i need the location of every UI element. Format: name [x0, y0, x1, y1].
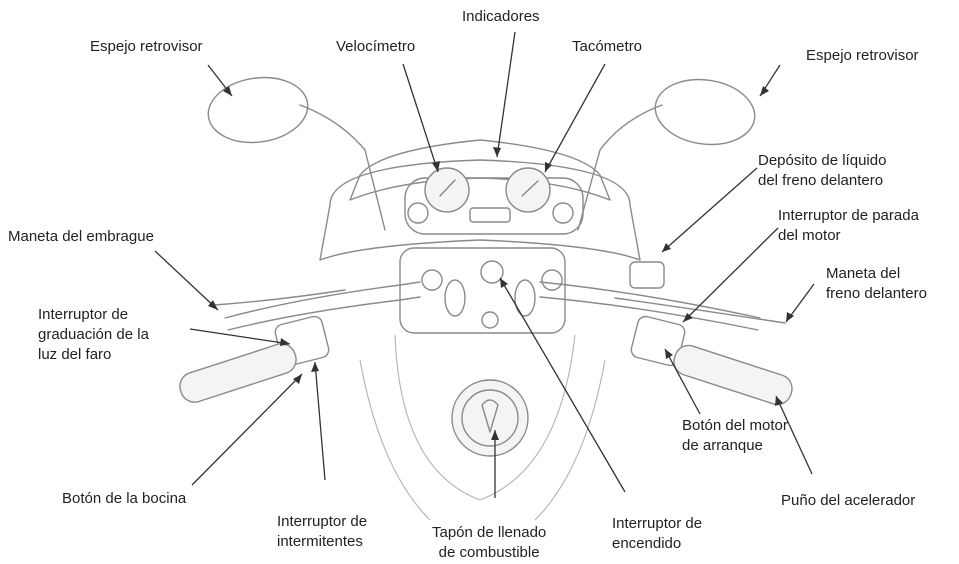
label-left-mirror: Espejo retrovisor: [90, 37, 203, 57]
tank-side-left: [360, 360, 430, 520]
label-indicators: Indicadores: [462, 7, 540, 27]
handlebar-left: [225, 282, 420, 318]
fork-cap-left: [422, 270, 442, 290]
left-grip: [176, 340, 299, 406]
clutch-lever: [215, 290, 345, 305]
fuel-cap: [452, 380, 528, 456]
label-fuel-cap: Tapón de llenado de combustible: [432, 523, 546, 563]
label-speedometer-text: Velocímetro: [336, 37, 415, 57]
clamp-cutout-right: [515, 280, 535, 316]
fork-cap-right: [542, 270, 562, 290]
indicator-lights: [470, 208, 510, 222]
label-horn-button: Botón de la bocina: [62, 489, 186, 509]
label-engine-stop-line1: Interruptor de parada: [778, 206, 919, 226]
label-indicators-text: Indicadores: [462, 7, 540, 27]
label-throttle-text: Puño del acelerador: [781, 491, 915, 511]
label-ignition-switch: Interruptor de encendido: [612, 514, 702, 554]
label-fuel-cap-line2: de combustible: [432, 543, 546, 563]
label-starter-line1: Botón del motor: [682, 416, 788, 436]
label-speedometer: Velocímetro: [336, 37, 415, 57]
label-headlight-dimmer: Interruptor de graduación de la luz del …: [38, 305, 149, 365]
label-headlight-dimmer-line2: graduación de la: [38, 325, 149, 345]
fuel-gauge: [553, 203, 573, 223]
label-throttle-grip: Puño del acelerador: [781, 491, 915, 511]
stem-nut: [482, 312, 498, 328]
label-front-brake-line2: freno delantero: [826, 284, 927, 304]
label-starter-line2: de arranque: [682, 436, 788, 456]
label-engine-stop-line2: del motor: [778, 226, 919, 246]
right-mirror-housing: [651, 73, 759, 150]
label-ignition-line2: encendido: [612, 534, 702, 554]
label-left-mirror-text: Espejo retrovisor: [90, 37, 203, 57]
windscreen: [350, 140, 610, 200]
label-right-mirror: Espejo retrovisor: [806, 46, 919, 66]
label-front-brake-line1: Maneta del: [826, 264, 927, 284]
ignition-keyhole: [481, 261, 503, 283]
label-headlight-dimmer-line3: luz del faro: [38, 345, 149, 365]
label-ignition-line1: Interruptor de: [612, 514, 702, 534]
label-turn-signal-line1: Interruptor de: [277, 512, 367, 532]
label-brake-reservoir-line1: Depósito de líquido: [758, 151, 886, 171]
label-fuel-cap-line1: Tapón de llenado: [432, 523, 546, 543]
label-tachometer-text: Tacómetro: [572, 37, 642, 57]
label-right-mirror-text: Espejo retrovisor: [806, 46, 919, 66]
label-horn-text: Botón de la bocina: [62, 489, 186, 509]
label-brake-reservoir-line2: del freno delantero: [758, 171, 886, 191]
speedometer-dial: [425, 168, 469, 212]
label-engine-stop-switch: Interruptor de parada del motor: [778, 206, 919, 246]
label-front-brake-lever: Maneta del freno delantero: [826, 264, 927, 304]
label-tachometer: Tacómetro: [572, 37, 642, 57]
left-mirror-housing: [204, 71, 312, 148]
label-turn-signal-switch: Interruptor de intermitentes: [277, 512, 367, 552]
label-clutch-lever-text: Maneta del embrague: [8, 227, 154, 247]
upper-fairing: [320, 160, 640, 260]
label-brake-reservoir: Depósito de líquido del freno delantero: [758, 151, 886, 191]
left-mirror-stem: [300, 105, 385, 230]
brake-reservoir: [630, 262, 664, 288]
label-starter-button: Botón del motor de arranque: [682, 416, 788, 456]
temp-gauge: [408, 203, 428, 223]
clamp-cutout-left: [445, 280, 465, 316]
label-turn-signal-line2: intermitentes: [277, 532, 367, 552]
label-headlight-dimmer-line1: Interruptor de: [38, 305, 149, 325]
label-clutch-lever: Maneta del embrague: [8, 227, 154, 247]
